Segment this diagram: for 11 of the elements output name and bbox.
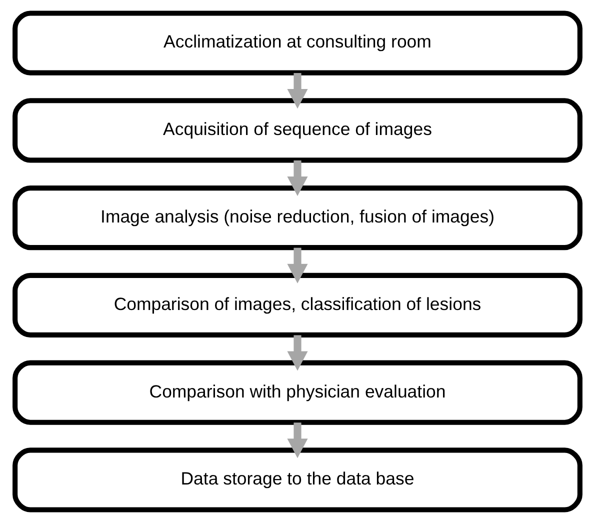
node-box: Data storage to the data base [12,448,582,512]
node-box: Comparison of images, classification of lesions [12,272,582,338]
node-box: Acquisition of sequence of images [12,98,582,163]
arrow [286,248,308,284]
arrow [286,335,308,371]
arrow [286,422,308,458]
node-box: Acclimatization at consulting room [12,10,582,76]
node-box: Image analysis (noise reduction, fusion of images) [12,186,582,250]
arrow [286,160,308,196]
node-box: Comparison with physician evaluation [12,360,582,425]
arrow [286,73,308,109]
